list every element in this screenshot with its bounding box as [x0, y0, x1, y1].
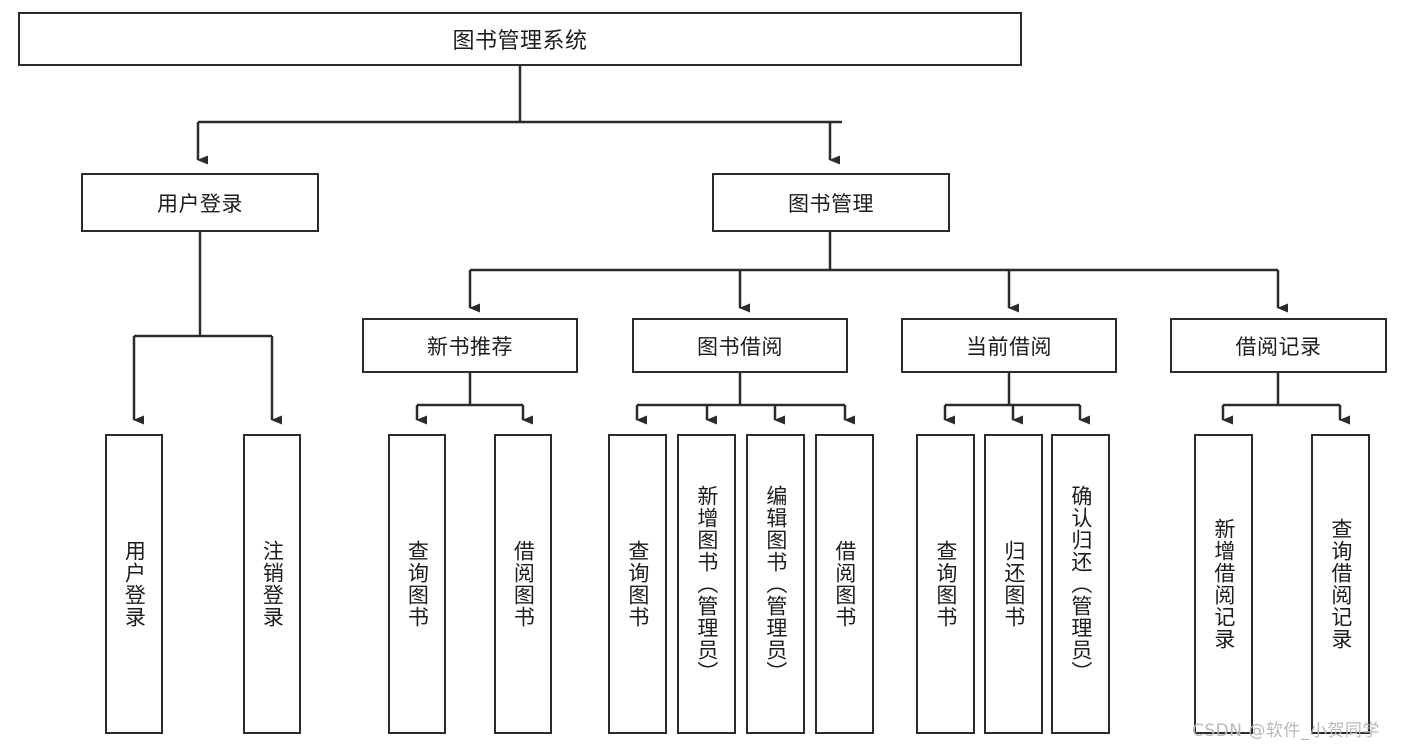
node-leaf-confirm-return-label: 确认归还（管理员）: [1068, 485, 1093, 683]
node-leaf-add-book-label: 新增图书（管理员）: [694, 485, 719, 683]
node-root-label: 图书管理系统: [452, 29, 588, 54]
node-leaf-query-book-1[interactable]: 查询图书: [388, 434, 446, 734]
node-leaf-query-book-2[interactable]: 查询图书: [608, 434, 667, 734]
node-leaf-logout-login-label: 注销登录: [260, 540, 285, 628]
node-book-borrow-label: 图书借阅: [697, 334, 783, 359]
node-leaf-query-book-3-label: 查询图书: [933, 540, 958, 628]
node-book-borrow[interactable]: 图书借阅: [632, 318, 848, 373]
node-book-management-label: 图书管理: [788, 191, 874, 216]
node-leaf-query-record[interactable]: 查询借阅记录: [1311, 434, 1370, 734]
node-root[interactable]: 图书管理系统: [18, 12, 1022, 66]
node-current-borrow-label: 当前借阅: [966, 334, 1052, 359]
node-book-management[interactable]: 图书管理: [712, 173, 950, 232]
node-current-borrow[interactable]: 当前借阅: [901, 318, 1117, 373]
node-leaf-borrow-book-1-label: 借阅图书: [511, 540, 536, 628]
node-user-login[interactable]: 用户登录: [81, 173, 319, 232]
node-leaf-user-login-label: 用户登录: [122, 540, 147, 628]
node-leaf-return-book[interactable]: 归还图书: [984, 434, 1043, 734]
node-leaf-return-book-label: 归还图书: [1001, 540, 1026, 628]
node-leaf-add-book[interactable]: 新增图书（管理员）: [677, 434, 736, 734]
csdn-watermark: CSDN @软件_小贺同学: [1192, 721, 1380, 741]
node-new-book-recommend-label: 新书推荐: [427, 334, 513, 359]
node-leaf-query-book-3[interactable]: 查询图书: [916, 434, 975, 734]
node-leaf-borrow-book-2-label: 借阅图书: [832, 540, 857, 628]
node-leaf-user-login[interactable]: 用户登录: [105, 434, 163, 734]
node-leaf-borrow-book-1[interactable]: 借阅图书: [494, 434, 552, 734]
node-leaf-edit-book-label: 编辑图书（管理员）: [763, 485, 788, 683]
node-leaf-logout-login[interactable]: 注销登录: [243, 434, 301, 734]
node-leaf-edit-book[interactable]: 编辑图书（管理员）: [746, 434, 805, 734]
node-leaf-query-record-label: 查询借阅记录: [1328, 518, 1353, 650]
node-leaf-add-record[interactable]: 新增借阅记录: [1194, 434, 1253, 734]
node-new-book-recommend[interactable]: 新书推荐: [362, 318, 578, 373]
node-leaf-borrow-book-2[interactable]: 借阅图书: [815, 434, 874, 734]
node-user-login-label: 用户登录: [157, 191, 243, 216]
node-leaf-add-record-label: 新增借阅记录: [1211, 518, 1236, 650]
node-borrow-record-label: 借阅记录: [1235, 334, 1322, 359]
node-borrow-record[interactable]: 借阅记录: [1170, 318, 1387, 373]
node-leaf-query-book-1-label: 查询图书: [405, 540, 430, 628]
node-leaf-confirm-return[interactable]: 确认归还（管理员）: [1051, 434, 1110, 734]
node-leaf-query-book-2-label: 查询图书: [625, 540, 650, 628]
